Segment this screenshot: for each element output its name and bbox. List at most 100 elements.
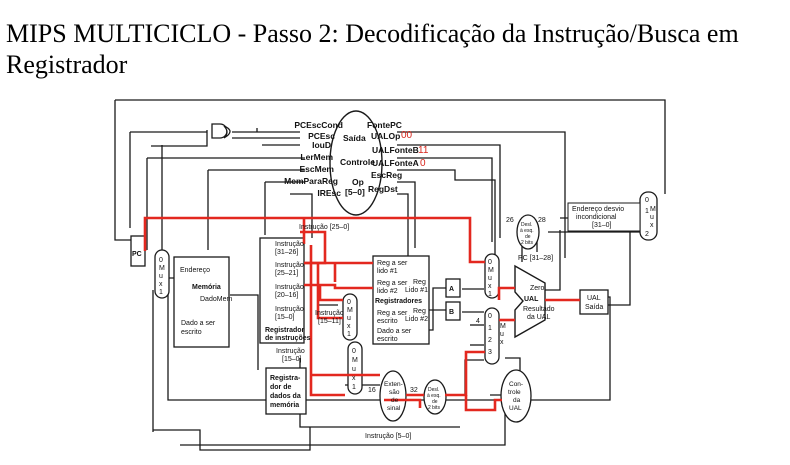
mux-alusrca-in1: 1 (488, 291, 492, 298)
register-a (445, 278, 461, 298)
control-values: 00 11 0 (401, 130, 429, 169)
regs-title: Registradores (375, 298, 422, 305)
mux-memtoreg-m: M (352, 357, 358, 364)
alu-out-2: Saída (585, 304, 603, 311)
ir-instr-25-0: Instrução [25–0] (299, 224, 349, 231)
mux-regdst-in1: 1 (347, 331, 351, 338)
control-labels: Saída Controle Op [5–0] (340, 133, 375, 197)
mux-alusrca-in0: 0 (488, 259, 492, 266)
mux-memtoreg-in1: 1 (352, 384, 356, 391)
ir-below-1: Instrução (276, 348, 305, 355)
ir-field-4a: Instrução (275, 306, 304, 313)
shift-left-jump (516, 214, 540, 250)
regs-reg1-a: Reg a ser (377, 260, 408, 267)
alu-zero: Zero (530, 285, 545, 292)
mux-alusrcb-in0: 0 (488, 313, 492, 320)
mux-alusrcb-in3: 3 (488, 349, 492, 356)
signal-escreg: EscReg (371, 170, 402, 180)
alu-resultado-2: da UAL (527, 314, 550, 321)
mux-iord-m: M (159, 265, 165, 272)
mem-title: Memória (192, 284, 221, 291)
ir-below-2: [15–0] (282, 356, 302, 363)
ir-field-2b: [25–21] (275, 270, 298, 277)
mdr-4: memória (270, 402, 299, 409)
shift-jump-3: de (525, 234, 531, 240)
shift-jump-4: 2 bits (521, 240, 533, 246)
datapath-labels: PC 0 M u x 1 Endereço Memória DadoMem Da… (132, 197, 656, 440)
value-ualop: 00 (401, 130, 413, 141)
alu-out-1: UAL (587, 295, 601, 302)
signal-pcesc: PCEsc (308, 131, 335, 141)
mux-iord-in1: 1 (159, 289, 163, 296)
mux-alusrca-u: u (488, 275, 492, 282)
regs-out2-b: Lido #2 (405, 316, 428, 323)
signal-lermem: LerMem (300, 152, 333, 162)
alu (514, 264, 546, 339)
ir-field-4b: [15–0] (275, 314, 295, 321)
regs-wdata-a: Dado a ser (377, 328, 412, 335)
regs-wreg-b: escrito (377, 318, 398, 325)
alu-control-3: da (513, 397, 521, 404)
control-unit (329, 110, 383, 216)
instruction-register (259, 237, 305, 344)
ir-label-1: Registrador (265, 327, 305, 334)
mdr-2: dor de (270, 384, 291, 391)
mux-iord-u: u (159, 273, 163, 280)
ir-field-1b: [31–26] (275, 249, 298, 256)
ir-field-3a: Instrução (275, 284, 304, 291)
control-controle: Controle (340, 157, 375, 167)
regs-reg2-b: lido #2 (377, 288, 398, 295)
signal-iord: IouD (312, 140, 331, 150)
sign-extend (379, 370, 407, 422)
value-ualfontea: 0 (420, 158, 426, 169)
alu-resultado-1: Resultado (523, 306, 555, 313)
ir-field-2a: Instrução (275, 262, 304, 269)
ir-instr-15-11-b: [15–11] (318, 318, 341, 325)
alu-out-register (579, 289, 609, 315)
control-op-bits: [5–0] (345, 187, 365, 197)
pc-label: PC (132, 251, 142, 258)
control-saida: Saída (343, 133, 366, 143)
jump-address-1: Endereço desvio (572, 206, 624, 213)
memory-data-register (265, 367, 307, 415)
mux-alusrca-x: x (488, 283, 492, 290)
mux-memtoreg-in0: 0 (352, 348, 356, 355)
control-op: Op (352, 177, 364, 187)
shift-branch-4: 2 bits (428, 405, 440, 411)
mux-memtoreg-x: x (352, 375, 356, 382)
mux-regdst-in0: 0 (347, 299, 351, 306)
mux-pc-in1: 1 (645, 208, 649, 215)
regs-reg2-a: Reg a ser (377, 280, 408, 287)
mem-endereco: Endereço (180, 267, 210, 274)
shift-jump-2: à esq. (520, 228, 534, 234)
mux-pc-x: x (650, 222, 654, 229)
jump-bits-26: 26 (506, 217, 514, 224)
shift-left-branch (423, 379, 447, 415)
branch-logic-gates (211, 123, 231, 139)
jump-bits-28: 28 (538, 217, 546, 224)
jump-address-3: [31–0] (592, 222, 612, 229)
ir-field-1a: Instrução (275, 241, 304, 248)
mux-pc-in2: 2 (645, 231, 649, 238)
alu-control (500, 369, 532, 423)
mux-pc-u: u (650, 214, 654, 221)
or-gate (223, 125, 231, 139)
regs-out1-b: Lido #1 (405, 287, 428, 294)
mdr-1: Registra- (270, 375, 301, 382)
extend-in: 16 (368, 387, 376, 394)
regs-wreg-a: Reg a ser (377, 310, 408, 317)
shift-branch-1: Desl. (428, 387, 439, 393)
signal-memparareg: MemParaReg (284, 176, 338, 186)
extend-1: Exten- (384, 381, 403, 388)
signal-ualfontea: UALFonteA (372, 158, 419, 168)
alu-control-2: trole (508, 389, 521, 396)
register-file (372, 255, 430, 345)
signal-escmem: EscMem (300, 164, 335, 174)
shift-branch-3: de (432, 399, 438, 405)
control-signals-right: FontePC UALOp UALFonteB UALFonteA EscReg… (367, 120, 419, 194)
reg-a-label: A (449, 286, 454, 293)
jump-address-box (567, 202, 641, 232)
alu-control-4: UAL (509, 405, 522, 412)
extend-4: sinal (387, 405, 401, 412)
